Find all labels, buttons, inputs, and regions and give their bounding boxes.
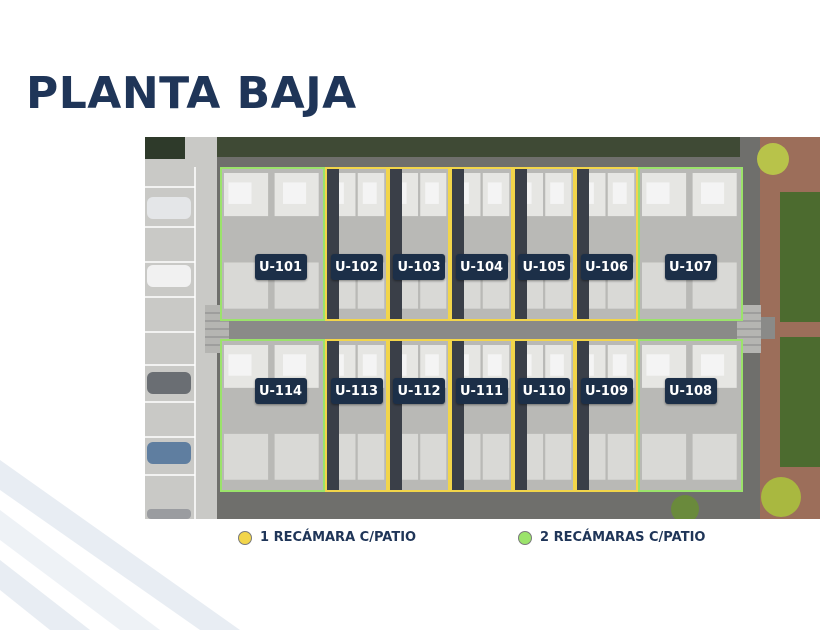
legend-label: 2 RECÁMARAS C/PATIO (540, 530, 706, 545)
unit-outline (325, 339, 388, 492)
unit-u-112[interactable] (388, 339, 450, 492)
unit-u-110[interactable] (513, 339, 575, 492)
decorative-stripes (0, 460, 240, 630)
unit-u-108[interactable] (638, 339, 743, 492)
unit-label-u-104[interactable]: U-104 (455, 254, 508, 280)
unit-label-u-111[interactable]: U-111 (455, 378, 508, 404)
unit-label-u-109[interactable]: U-109 (580, 378, 633, 404)
unit-u-104[interactable] (450, 167, 513, 321)
page-title: PLANTA BAJA (26, 68, 357, 119)
units-row-top (220, 167, 743, 321)
unit-u-109[interactable] (575, 339, 638, 492)
unit-label-u-114[interactable]: U-114 (254, 378, 307, 404)
unit-u-113[interactable] (325, 339, 388, 492)
unit-u-106[interactable] (575, 167, 638, 321)
unit-u-105[interactable] (513, 167, 575, 321)
unit-outline (575, 339, 638, 492)
unit-label-u-102[interactable]: U-102 (330, 254, 383, 280)
unit-label-u-112[interactable]: U-112 (393, 378, 445, 404)
unit-outline (220, 167, 325, 321)
unit-label-u-107[interactable]: U-107 (664, 254, 717, 280)
unit-label-u-113[interactable]: U-113 (330, 378, 383, 404)
unit-outline (220, 339, 325, 492)
unit-label-u-105[interactable]: U-105 (518, 254, 570, 280)
unit-u-107[interactable] (638, 167, 743, 321)
unit-u-101[interactable] (220, 167, 325, 321)
unit-outline (388, 339, 450, 492)
unit-label-u-101[interactable]: U-101 (254, 254, 307, 280)
unit-u-111[interactable] (450, 339, 513, 492)
legend-item-1-bedroom: 1 RECÁMARA C/PATIO (238, 530, 416, 545)
floor-plan-render (145, 137, 820, 523)
legend-label: 1 RECÁMARA C/PATIO (260, 530, 417, 545)
unit-label-u-103[interactable]: U-103 (393, 254, 445, 280)
unit-outline (450, 167, 513, 321)
legend-item-2-bedroom: 2 RECÁMARAS C/PATIO (518, 530, 705, 545)
unit-outline (325, 167, 388, 321)
units-row-bottom (220, 339, 743, 492)
unit-outline (513, 339, 575, 492)
unit-u-102[interactable] (325, 167, 388, 321)
unit-outline (638, 339, 743, 492)
unit-u-103[interactable] (388, 167, 450, 321)
unit-outline (513, 167, 575, 321)
unit-outline (575, 167, 638, 321)
unit-label-u-106[interactable]: U-106 (580, 254, 633, 280)
legend-dot-green (518, 530, 532, 545)
unit-label-u-110[interactable]: U-110 (518, 378, 570, 404)
unit-outline (388, 167, 450, 321)
unit-u-114[interactable] (220, 339, 325, 492)
legend-dot-yellow (238, 530, 252, 545)
unit-label-u-108[interactable]: U-108 (664, 378, 717, 404)
unit-outline (638, 167, 743, 321)
unit-outline (450, 339, 513, 492)
